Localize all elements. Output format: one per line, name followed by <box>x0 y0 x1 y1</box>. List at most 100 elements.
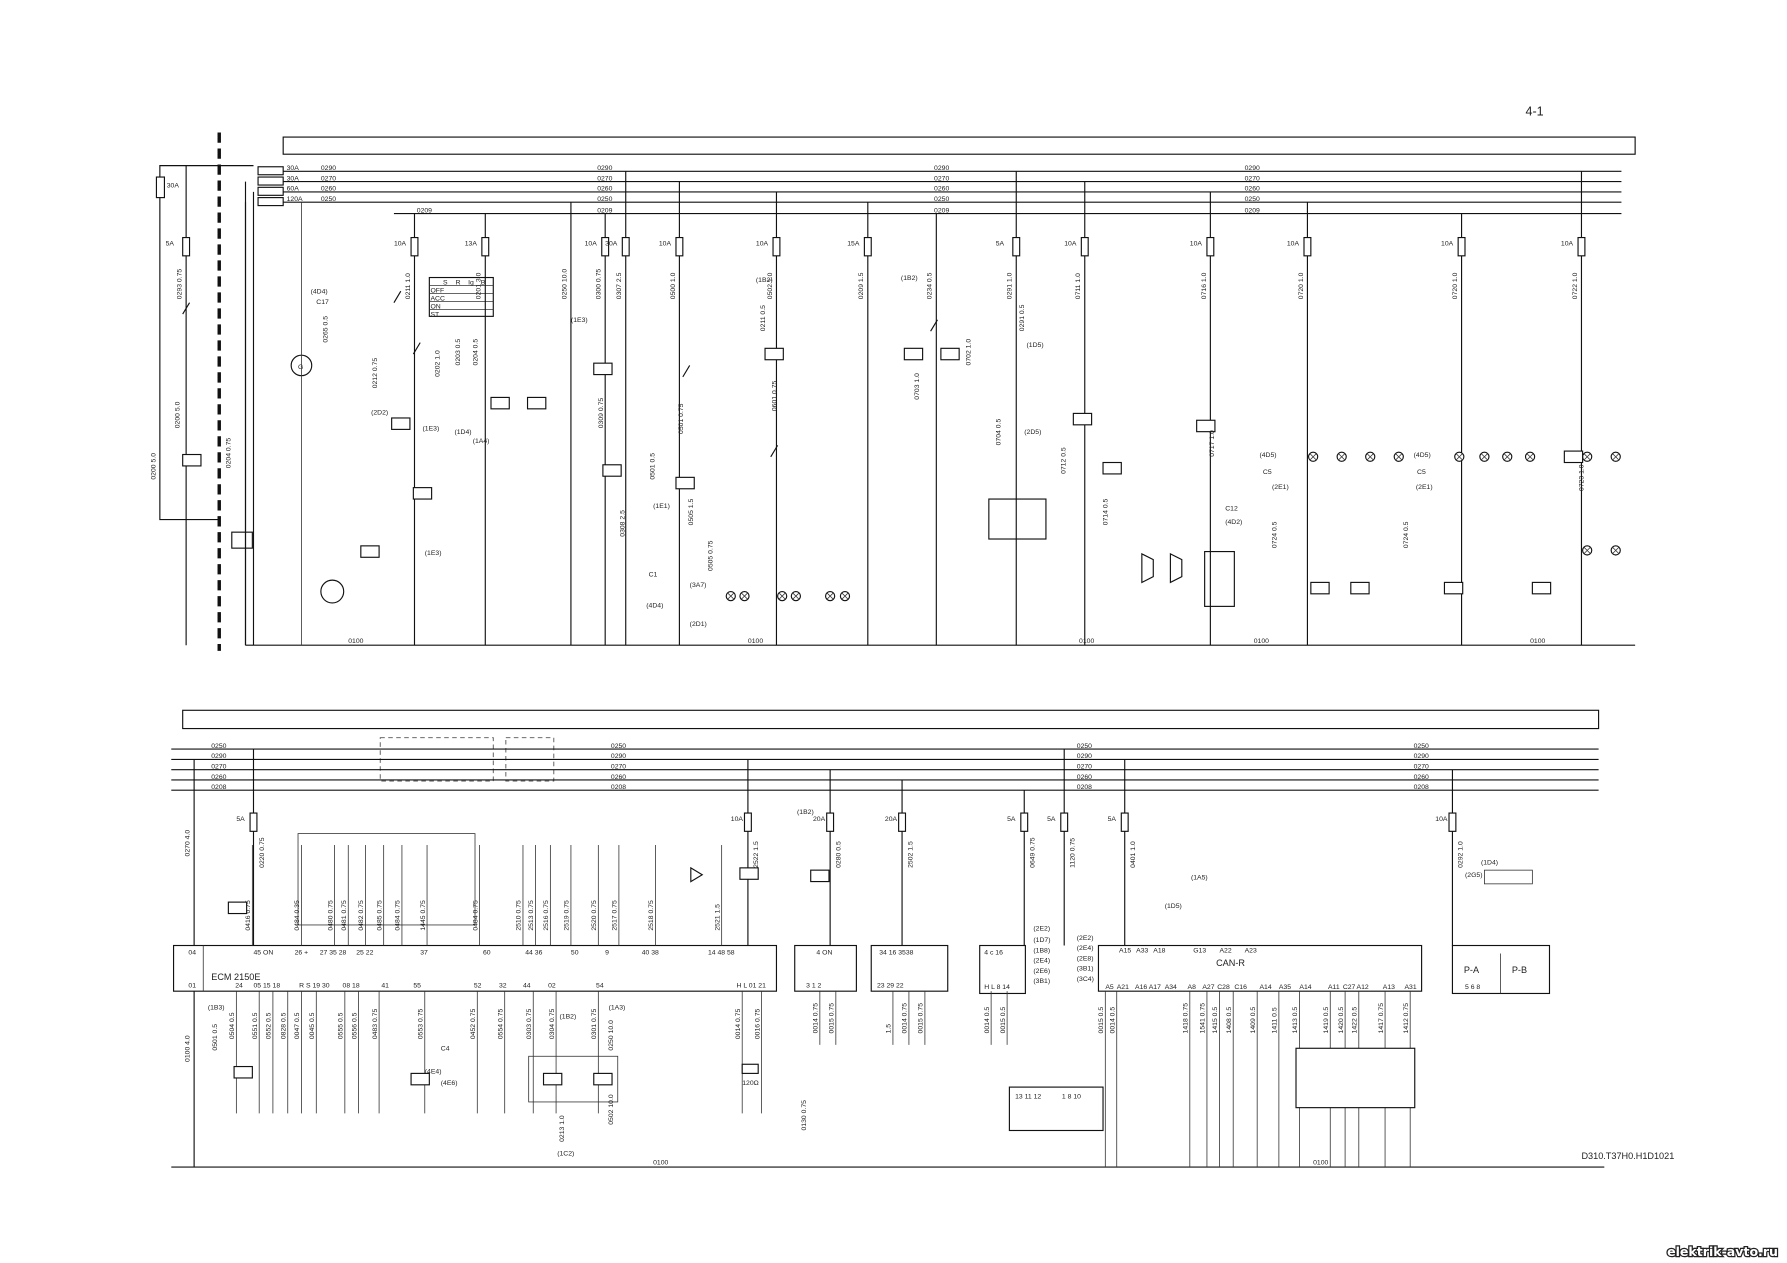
ecm-top-wire-label: 0485 0.75 <box>376 900 383 931</box>
module-wire-label: 0014 0.75 <box>902 1003 909 1034</box>
bus-wire-label: 0250 <box>1414 743 1429 750</box>
ecm-top-wire-label: 2519 0.75 <box>564 900 571 931</box>
ecm-top-wire-label: 2516 0.75 <box>543 900 550 931</box>
can-top-pin: A22 <box>1219 947 1231 954</box>
ecm-top-wire-label: 2520 0.75 <box>591 900 598 931</box>
can-wire-label: 1408 0.5 <box>1226 1007 1233 1034</box>
circuit-wire-label: 0293 0.75 <box>177 269 184 300</box>
circuit-wire-label: 0720 1.0 <box>1298 272 1305 299</box>
ecm-bottom-wire-label: 0452 0.75 <box>470 1009 477 1040</box>
battery-symbol <box>231 531 253 549</box>
circuit-fuse <box>182 236 191 257</box>
can-wire-label: 1541 0.75 <box>1200 1003 1207 1034</box>
switch-contact <box>412 342 421 355</box>
extra-wire-label: 0309 0.75 <box>598 398 605 429</box>
ecm-bottom-pin: 01 <box>188 983 196 990</box>
relay-icon <box>1196 419 1216 433</box>
bus-fuse <box>257 197 284 207</box>
pto-label-b: P-B <box>1512 965 1527 975</box>
relay-icon <box>739 867 759 880</box>
circuit-fuse-rating: 5A <box>236 816 245 823</box>
circuit-fuse <box>1080 236 1089 257</box>
relay-icon <box>490 396 510 410</box>
can-wire-label: 1415 0.5 <box>1212 1007 1219 1034</box>
reference-label: (1B3) <box>208 1004 225 1011</box>
circuit-fuse-rating: 30A <box>605 241 618 248</box>
ignition-row-label: ACC <box>430 295 445 302</box>
bus-fuse <box>257 166 284 176</box>
circuit-wire-label: 0211 1.0 <box>405 273 412 299</box>
module-a-bottom: 3 1 2 <box>806 983 821 990</box>
diag-connector-bottom: 1 8 10 <box>1062 1094 1081 1101</box>
bus-wire-label: 0208 <box>611 784 626 791</box>
lamp-cross <box>1455 453 1463 461</box>
sensor-harness-outline <box>297 833 476 926</box>
ecm-bottom-wire-label: 0554 0.75 <box>497 1009 504 1040</box>
module-b-bottom: 23 29 22 <box>877 983 904 990</box>
module-a-box <box>794 944 857 992</box>
reference-label: (1A4) <box>473 438 490 445</box>
extra-wire-label: 0212 0.75 <box>372 358 379 389</box>
module-wire-label: 0015 0.75 <box>829 1003 836 1034</box>
relay-icon <box>233 1065 253 1079</box>
ecm-top-wire-label: 0484 0.75 <box>395 900 402 931</box>
ignition-row-label: OFF <box>430 287 444 294</box>
can-wire-label: 1422 0.5 <box>1352 1007 1359 1034</box>
circuit-fuse <box>743 812 752 832</box>
bus-wire-label: 0208 <box>1077 784 1092 791</box>
ecm-bottom-wire-label: 0504 0.5 <box>229 1012 236 1039</box>
ecm-top-pin: 9 <box>605 950 609 957</box>
bus-wire-label: 0270 <box>1077 764 1092 771</box>
relay-icon <box>810 869 830 883</box>
can-wire-label: 1419 0.5 <box>1323 1007 1330 1034</box>
horn-symbol <box>1169 552 1183 584</box>
ground-wire-label: 0100 <box>1254 638 1269 645</box>
left-wire-label: 0270 4.0 <box>185 830 192 857</box>
circuit-fuse-rating: 10A <box>1561 241 1574 248</box>
reference-label: (2E4) <box>1033 958 1050 965</box>
can-top-pin: G13 <box>1193 947 1206 954</box>
circuit-fuse-rating: 10A <box>394 241 407 248</box>
ignition-column-label: Ig <box>468 279 474 286</box>
lamp-cross <box>740 592 749 600</box>
bus-wire-label: 0208 <box>211 784 226 791</box>
reference-label: (4D5) <box>1414 452 1431 459</box>
circuit-fuse <box>863 236 872 257</box>
circuit-fuse <box>601 236 610 257</box>
solenoid-valve-icon <box>690 866 704 883</box>
bus-wire-label: 0209 <box>417 207 432 214</box>
reference-label: (1A3) <box>609 1004 626 1011</box>
bus-wire-label: 0290 <box>321 165 336 172</box>
drawing-code: D310.T37H0.H1D1021 <box>1581 1151 1674 1161</box>
bus-wire-label: 0209 <box>597 207 612 214</box>
sensor-group-box <box>1295 1047 1416 1109</box>
circuit-wire-label: 0307 2.5 <box>616 272 623 299</box>
lamp-cross <box>1526 453 1534 461</box>
bus-wire-label: 0250 <box>611 743 626 750</box>
bus-wire-label: 0270 <box>611 764 626 771</box>
extra-wire-label: 0265 0.5 <box>323 316 330 343</box>
reference-label: (4D4) <box>646 603 663 610</box>
circuit-fuse <box>1303 236 1312 257</box>
extra-wire-label: 0204 0.5 <box>472 339 479 366</box>
relay-icon <box>410 1072 430 1086</box>
circuit-fuse <box>1020 812 1029 832</box>
ecm-top-pin: 26 + <box>295 950 309 957</box>
circuit-wire-label: 0250 10.0 <box>561 269 568 300</box>
bus-wire-label: 0270 <box>211 764 226 771</box>
extra-wire-label: 0717 1.0 <box>1209 430 1216 457</box>
ecm-top-wire-label: 0480 0.75 <box>327 900 334 931</box>
module-wire-label: 0015 0.75 <box>918 1003 925 1034</box>
reference-label: (1D4) <box>454 429 471 436</box>
circuit-fuse <box>249 812 258 832</box>
reference-label: (2E1) <box>1416 484 1433 491</box>
circuit-wire-label: 0401 1.0 <box>1130 841 1137 868</box>
bus-wire-label: 0260 <box>934 186 949 193</box>
can-bottom-pin: A14 <box>1299 984 1311 991</box>
circuit-fuse-rating: 10A <box>1190 241 1203 248</box>
reference-label: (1E3) <box>571 317 588 324</box>
ecm-top-pin: 37 <box>420 950 428 957</box>
can-bottom-pin: A17 <box>1149 984 1161 991</box>
terminator-label: 120Ω <box>742 1080 759 1087</box>
module-b-top: 34 16 3538 <box>879 950 913 957</box>
